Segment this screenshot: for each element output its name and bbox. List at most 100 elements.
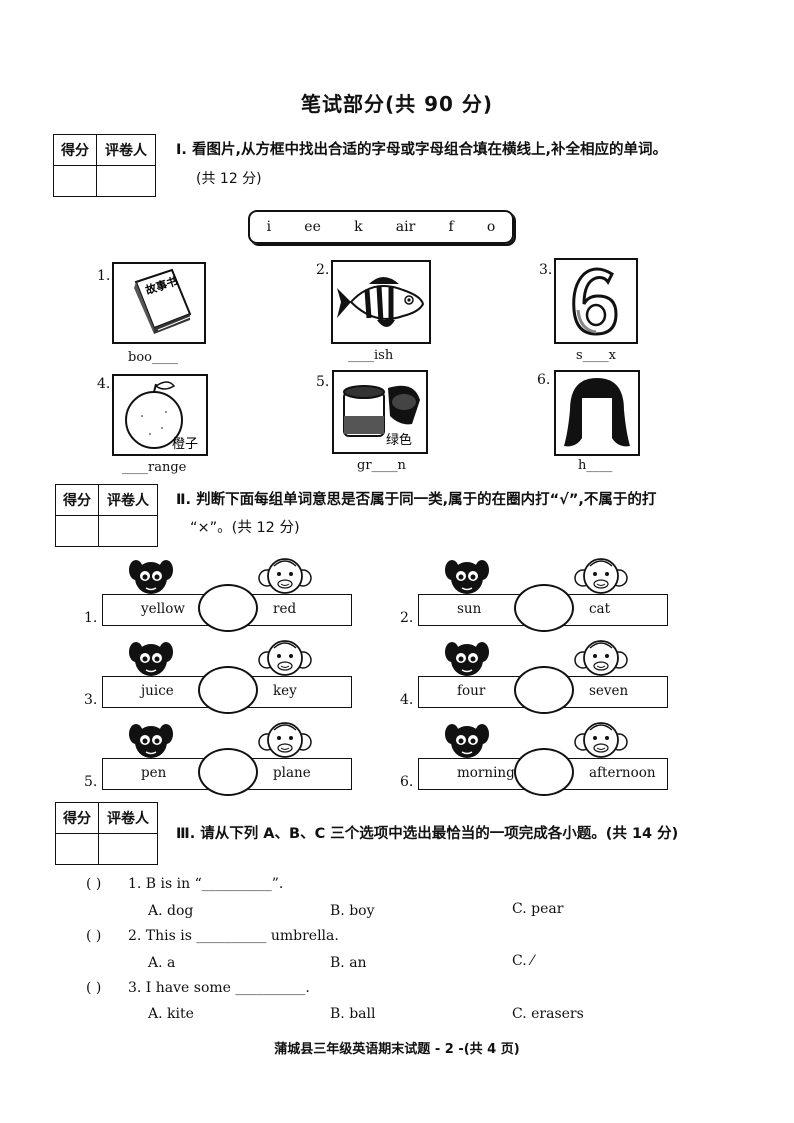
word-blank[interactable]: s____x <box>576 348 617 363</box>
word-pair-row: 6. morning afternoon <box>400 720 670 796</box>
grader-label: 评卷人 <box>98 802 158 834</box>
item-number: 5. <box>316 374 330 390</box>
letter-option: ee <box>304 219 321 235</box>
item-number: 3. <box>539 262 553 278</box>
grader-cell[interactable] <box>96 165 156 197</box>
option-c[interactable]: C. ⁄ <box>512 953 534 969</box>
page-title: 笔试部分(共 90 分) <box>300 92 494 116</box>
score-box-3: 得分 评卷人 <box>55 802 158 865</box>
left-word: pen <box>141 765 167 781</box>
paint-jar-icon: 绿色 <box>332 370 428 454</box>
hair-icon <box>554 370 640 456</box>
item-number: 5. <box>84 774 98 790</box>
word-blank[interactable]: h____ <box>578 458 613 473</box>
letter-option: k <box>354 219 363 235</box>
score-cell[interactable] <box>55 515 99 547</box>
score-label: 得分 <box>55 484 99 516</box>
option-c[interactable]: C. pear <box>512 901 564 917</box>
right-word: red <box>273 601 297 617</box>
word-blank[interactable]: boo____ <box>128 350 178 365</box>
answer-circle[interactable] <box>198 584 258 632</box>
item-number: 6. <box>537 372 551 388</box>
answer-circle[interactable] <box>514 666 574 714</box>
number-six-icon <box>554 258 638 344</box>
picture-label: 绿色 <box>386 432 412 448</box>
letter-option: i <box>266 219 272 235</box>
page-footer: 蒲城县三年级英语期末试题 - 2 -(共 4 页) <box>274 1042 520 1057</box>
left-word: morning <box>457 765 515 781</box>
section1-points: (共 12 分) <box>196 171 262 187</box>
grader-label: 评卷人 <box>98 484 158 516</box>
dog-icon <box>128 638 174 682</box>
monkey-icon <box>574 636 628 682</box>
score-label: 得分 <box>53 134 97 166</box>
option-b[interactable]: B. an <box>330 955 367 971</box>
monkey-icon <box>574 718 628 764</box>
section1-instruction: Ⅰ. 看图片,从方框中找出合适的字母或字母组合填在横线上,补全相应的单词。 <box>176 142 667 158</box>
section2-instruction: Ⅱ. 判断下面每组单词意思是否属于同一类,属于的在圈内打“√”,不属于的打 <box>176 492 657 508</box>
score-cell[interactable] <box>53 165 97 197</box>
answer-bracket[interactable]: ( ) <box>86 928 102 944</box>
item-number: 1. <box>97 268 111 284</box>
right-word: plane <box>273 765 311 781</box>
right-word: afternoon <box>589 765 656 781</box>
dog-icon <box>444 556 490 600</box>
score-box-2: 得分 评卷人 <box>55 484 158 547</box>
question-stem: 1. B is in “__________”. <box>128 876 284 892</box>
fish-icon <box>331 260 431 344</box>
question-stem: 2. This is __________ umbrella. <box>128 928 339 944</box>
answer-circle[interactable] <box>198 666 258 714</box>
word-pair-row: 4. four seven <box>400 638 670 714</box>
item-number: 1. <box>84 610 98 626</box>
right-word: seven <box>589 683 629 699</box>
dog-icon <box>444 720 490 764</box>
grader-label: 评卷人 <box>96 134 156 166</box>
grader-cell[interactable] <box>98 515 158 547</box>
answer-circle[interactable] <box>514 584 574 632</box>
dog-icon <box>128 556 174 600</box>
option-b[interactable]: B. ball <box>330 1006 376 1022</box>
item-number: 6. <box>400 774 414 790</box>
answer-circle[interactable] <box>198 748 258 796</box>
item-number: 4. <box>400 692 414 708</box>
letter-option: air <box>395 219 416 235</box>
left-word: four <box>457 683 486 699</box>
letter-box: i ee k air f o <box>248 210 514 244</box>
option-a[interactable]: A. dog <box>148 903 194 919</box>
score-label: 得分 <box>55 802 99 834</box>
monkey-icon <box>258 718 312 764</box>
answer-circle[interactable] <box>514 748 574 796</box>
option-a[interactable]: A. kite <box>148 1006 194 1022</box>
left-word: yellow <box>141 601 185 617</box>
right-word: key <box>273 683 297 699</box>
score-box-1: 得分 评卷人 <box>53 134 156 197</box>
monkey-icon <box>258 636 312 682</box>
score-cell[interactable] <box>55 833 99 865</box>
word-blank[interactable]: gr____n <box>357 458 406 473</box>
question-stem: 3. I have some __________. <box>128 980 310 996</box>
letter-option: o <box>486 219 496 235</box>
word-pair-row: 1. yellow red <box>84 556 354 632</box>
word-pair-row: 5. pen plane <box>84 720 354 796</box>
answer-bracket[interactable]: ( ) <box>86 876 102 892</box>
orange-icon: 橙子 <box>112 374 208 456</box>
option-c[interactable]: C. erasers <box>512 1006 584 1022</box>
grader-cell[interactable] <box>98 833 158 865</box>
left-word: juice <box>141 683 174 699</box>
dog-icon <box>444 638 490 682</box>
option-b[interactable]: B. boy <box>330 903 375 919</box>
picture-label: 橙子 <box>172 437 198 452</box>
dog-icon <box>128 720 174 764</box>
item-number: 2. <box>316 262 330 278</box>
item-number: 4. <box>97 376 111 392</box>
storybook-icon: 故事书 <box>112 262 206 344</box>
word-blank[interactable]: ____ish <box>348 348 394 363</box>
section3-instruction: Ⅲ. 请从下列 A、B、C 三个选项中选出最恰当的一项完成各小题。(共 14 分… <box>176 826 679 842</box>
section2-instruction-line2: “×”。(共 12 分) <box>190 520 300 536</box>
word-blank[interactable]: ____range <box>122 460 187 475</box>
answer-bracket[interactable]: ( ) <box>86 980 102 996</box>
left-word: sun <box>457 601 482 617</box>
option-a[interactable]: A. a <box>148 955 176 971</box>
